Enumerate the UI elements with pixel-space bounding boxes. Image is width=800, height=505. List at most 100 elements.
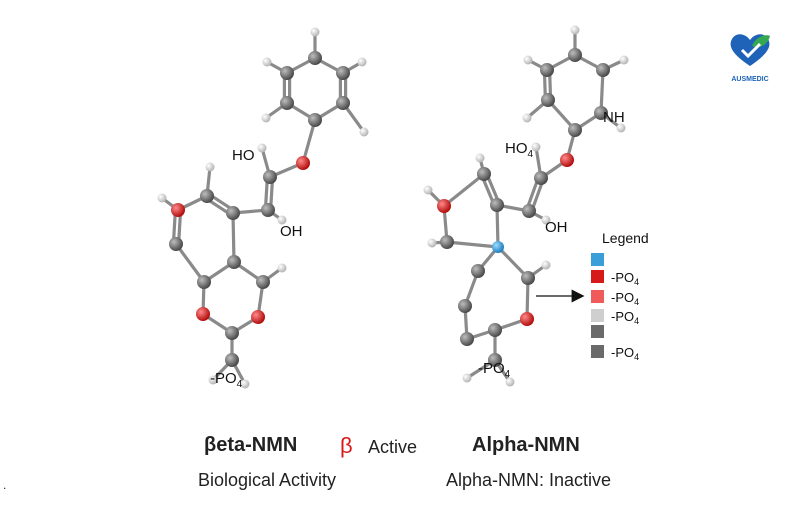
carbon-atom xyxy=(226,206,240,220)
legend-swatch xyxy=(591,290,604,303)
carbon-atom xyxy=(534,171,548,185)
legend-swatch xyxy=(591,345,604,358)
legend-title: Legend xyxy=(602,230,649,246)
hydrogen-atom xyxy=(505,377,515,387)
carbon-atom xyxy=(521,271,535,285)
carbon-atom xyxy=(225,353,239,367)
carbon-atom xyxy=(308,113,322,127)
legend: Legend -PO4-PO4-PO4-PO4 xyxy=(591,230,649,362)
carbon-atom xyxy=(490,198,504,212)
hydrogen-atom xyxy=(522,113,532,123)
legend-swatch xyxy=(591,325,604,338)
carbon-atom xyxy=(596,63,610,77)
carbon-atom xyxy=(225,326,239,340)
hydrogen-atom xyxy=(208,375,218,385)
carbon-atom xyxy=(200,189,214,203)
legend-swatch xyxy=(591,309,604,322)
alpha-nmn-title: Alpha-NMN xyxy=(472,434,580,456)
hydrogen-atom xyxy=(523,55,533,65)
right-ho-label: HO4 xyxy=(505,140,534,160)
hydrogen-atom xyxy=(541,215,551,225)
hydrogen-atom xyxy=(310,27,320,37)
hydrogen-atom xyxy=(619,55,629,65)
stray-mark: . xyxy=(3,478,7,492)
hydrogen-atom xyxy=(616,123,626,133)
brand-name: AUSMEDIC xyxy=(731,76,768,83)
carbon-atom xyxy=(336,96,350,110)
hydrogen-atom xyxy=(277,263,287,273)
carbon-atom xyxy=(540,63,554,77)
oxygen-atom xyxy=(560,153,574,167)
oxygen-atom xyxy=(171,203,185,217)
carbon-atom xyxy=(541,93,555,107)
hydrogen-atom xyxy=(462,373,472,383)
bond xyxy=(301,118,317,165)
hydrogen-atom xyxy=(570,25,580,35)
oxygen-atom xyxy=(196,307,210,321)
bond xyxy=(231,211,236,264)
carbon-atom xyxy=(471,264,485,278)
oxygen-atom xyxy=(520,312,534,326)
carbon-atom xyxy=(568,48,582,62)
oxygen-atom xyxy=(437,199,451,213)
legend-label: -PO4 xyxy=(611,309,639,326)
hydrogen-atom xyxy=(427,238,437,248)
brand-logo: AUSMEDIC xyxy=(722,26,778,86)
legend-label: -PO4 xyxy=(611,290,639,307)
legend-label: -PO4 xyxy=(611,270,639,287)
carbon-atom xyxy=(594,106,608,120)
bond xyxy=(599,68,605,115)
right-oh-label: OH xyxy=(545,219,568,236)
left-oh-label: OH xyxy=(280,223,303,240)
carbon-atom xyxy=(280,66,294,80)
carbon-atom xyxy=(460,332,474,346)
carbon-atom xyxy=(522,204,536,218)
oxygen-atom xyxy=(251,310,265,324)
hydrogen-atom xyxy=(240,379,250,389)
alpha-inactive-label: Alpha-NMN: Inactive xyxy=(446,470,612,490)
carbon-atom xyxy=(308,51,322,65)
carbon-atom xyxy=(169,237,183,251)
legend-swatch xyxy=(591,270,604,283)
left-phosphate-label: -PO4 xyxy=(210,370,243,390)
heart-leaf-icon: AUSMEDIC xyxy=(730,34,770,83)
carbon-atom xyxy=(263,170,277,184)
right-nh-label: NH xyxy=(603,109,625,126)
left-ho-label: HO xyxy=(232,147,255,164)
carbon-atom xyxy=(261,203,275,217)
carbon-atom xyxy=(477,167,491,181)
carbon-atom xyxy=(197,275,211,289)
carbon-atom xyxy=(488,323,502,337)
bond xyxy=(495,203,500,249)
carbon-atom xyxy=(336,66,350,80)
hydrogen-atom xyxy=(262,57,272,67)
bond xyxy=(496,245,530,280)
hydrogen-atom xyxy=(541,260,551,270)
bond xyxy=(174,242,206,284)
carbon-atom xyxy=(440,235,454,249)
carbon-atom xyxy=(227,255,241,269)
carbon-atom xyxy=(488,353,502,367)
hydrogen-atom xyxy=(205,162,215,172)
beta-symbol: β xyxy=(340,433,353,458)
atom-layer xyxy=(157,25,629,389)
legend-swatch xyxy=(591,253,604,266)
hydrogen-atom xyxy=(257,143,267,153)
carbon-atom xyxy=(458,299,472,313)
nitrogen-atom xyxy=(492,241,504,253)
hydrogen-atom xyxy=(359,127,369,137)
hydrogen-atom xyxy=(157,193,167,203)
hydrogen-atom xyxy=(531,142,541,152)
hydrogen-atom xyxy=(423,185,433,195)
carbon-atom xyxy=(280,96,294,110)
hydrogen-atom xyxy=(357,57,367,67)
hydrogen-atom xyxy=(261,113,271,123)
bond xyxy=(442,172,486,208)
oxygen-atom xyxy=(296,156,310,170)
carbon-atom xyxy=(568,123,582,137)
beta-nmn-title: βeta-NMN xyxy=(204,434,298,456)
hydrogen-atom xyxy=(475,153,485,163)
right-phosphate-label: -PO4 xyxy=(478,360,511,380)
bond xyxy=(445,240,500,249)
